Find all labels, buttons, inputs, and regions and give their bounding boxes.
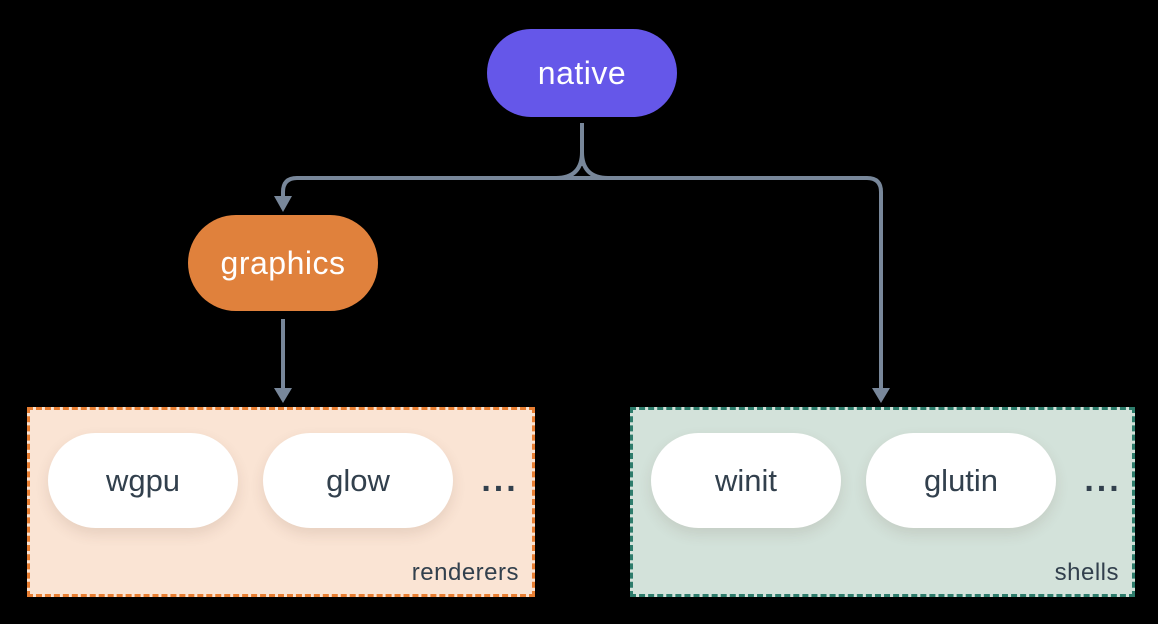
group-shells: winit glutin ... shells xyxy=(630,407,1135,597)
shells-ellipsis: ... xyxy=(1084,461,1122,499)
node-native-label: native xyxy=(537,54,627,91)
node-native: native xyxy=(487,29,677,117)
group-shells-label: shells xyxy=(1054,559,1119,586)
pill-glow: glow xyxy=(263,433,453,528)
pill-glutin: glutin xyxy=(866,433,1056,528)
node-graphics: graphics xyxy=(188,215,378,311)
arrowhead-into-graphics xyxy=(274,196,292,212)
pill-winit: winit xyxy=(651,433,841,528)
node-graphics-label: graphics xyxy=(220,244,346,281)
connector-drop-to-graphics xyxy=(281,176,298,197)
connector-drop-to-shells xyxy=(866,176,883,388)
arrowhead-into-shells xyxy=(872,388,890,403)
arrowhead-into-renderers xyxy=(274,388,292,403)
renderers-ellipsis: ... xyxy=(481,461,519,499)
connector-junction-right-fillet xyxy=(580,151,609,180)
connector-junction-left-fillet xyxy=(555,151,584,180)
group-renderers: wgpu glow ... renderers xyxy=(27,407,535,597)
group-renderers-label: renderers xyxy=(411,559,519,586)
pill-wgpu: wgpu xyxy=(48,433,238,528)
